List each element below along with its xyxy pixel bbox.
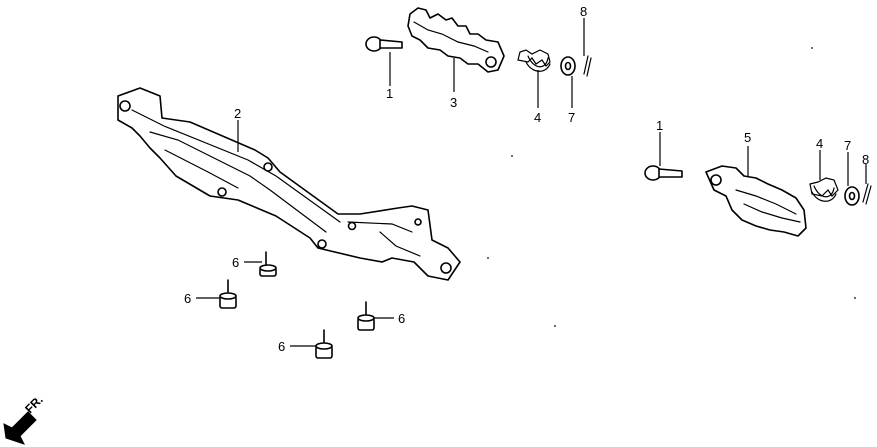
right-cotter-pin-part[interactable]: [862, 183, 872, 205]
bolt-part-b[interactable]: [219, 279, 237, 309]
right-washer-part[interactable]: [844, 186, 860, 206]
right-footpeg-part[interactable]: [705, 165, 807, 237]
step-bar-part[interactable]: [117, 87, 461, 281]
callout-4-right: 4: [816, 136, 823, 151]
callout-6-c: 6: [398, 311, 405, 326]
bolt-part-c[interactable]: [357, 301, 375, 331]
leader-lines: [196, 18, 867, 347]
bolt-part-a[interactable]: [259, 251, 277, 277]
callout-6-d: 6: [278, 339, 285, 354]
callout-1-right: 1: [656, 118, 663, 133]
callout-8-right: 8: [862, 152, 869, 167]
callout-6-a: 6: [232, 255, 239, 270]
left-spring-part[interactable]: [517, 49, 551, 72]
left-footpeg-part[interactable]: [407, 7, 505, 73]
callout-3: 3: [450, 95, 457, 110]
callout-5: 5: [744, 130, 751, 145]
bolt-part-d[interactable]: [315, 329, 333, 359]
callout-2: 2: [234, 106, 241, 121]
callout-1-left: 1: [386, 86, 393, 101]
speck-marks: [487, 47, 856, 327]
direction-arrow-icon: [3, 411, 37, 445]
callout-7-right: 7: [844, 138, 851, 153]
right-spring-part[interactable]: [809, 177, 839, 202]
direction-label: FR.: [22, 393, 46, 417]
callout-8-left: 8: [580, 4, 587, 19]
front-direction-indicator: FR.: [3, 393, 46, 445]
left-cotter-pin-part[interactable]: [583, 55, 592, 77]
left-washer-part[interactable]: [560, 56, 576, 76]
callout-6-b: 6: [184, 291, 191, 306]
callout-4-left: 4: [534, 110, 541, 125]
callout-7-left: 7: [568, 110, 575, 125]
left-pin-part[interactable]: [365, 36, 403, 52]
right-pin-part[interactable]: [644, 165, 683, 181]
